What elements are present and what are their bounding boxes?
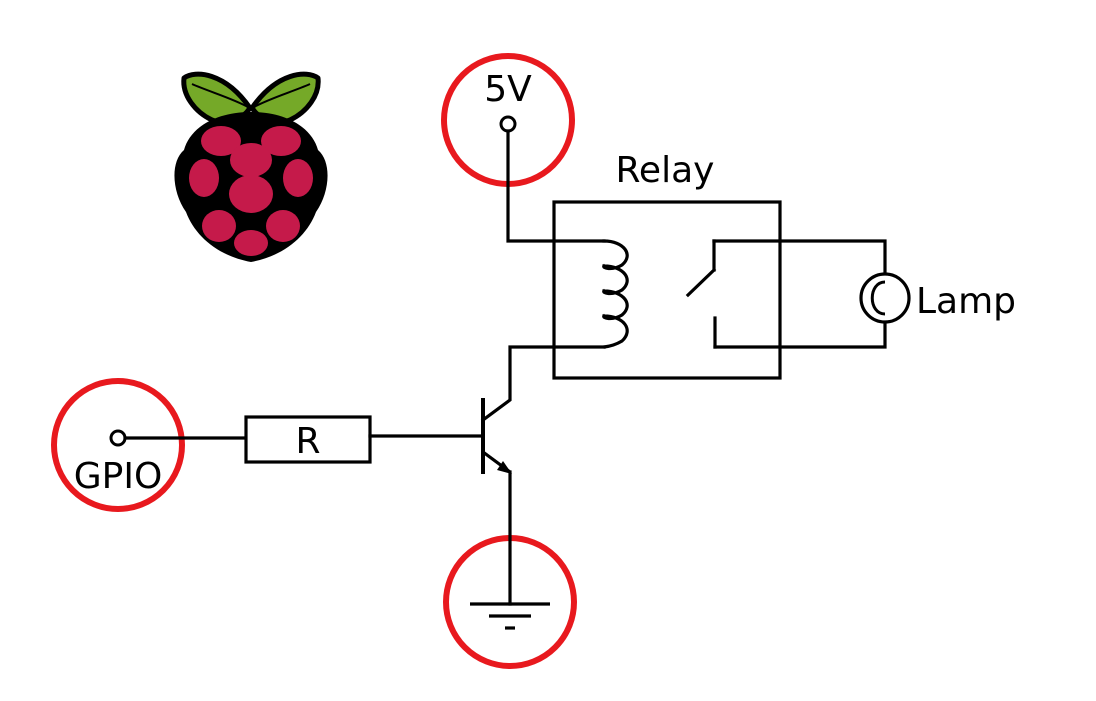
supply-wire (506, 129, 606, 243)
gpio-highlight-ring (51, 378, 185, 512)
resistor-body (244, 415, 372, 464)
relay-box (552, 200, 782, 380)
npn-transistor-icon (481, 398, 512, 474)
resistor-label: R (295, 421, 320, 462)
raspberry-fruit (174, 112, 328, 262)
supply-terminal (499, 115, 517, 133)
relay-label: Relay (616, 150, 715, 191)
relay-switch-icon (685, 239, 717, 298)
gpio-terminal (109, 429, 127, 447)
lamp-label: Lamp (916, 281, 1016, 322)
ground-icon (470, 602, 550, 630)
gpio-label: GPIO (74, 456, 163, 497)
lamp-icon (859, 272, 911, 324)
raspberry-pi-logo-icon (174, 71, 328, 262)
supply-label: 5V (484, 69, 532, 110)
coil-collector-wire (480, 345, 606, 423)
lamp-wire-top (712, 239, 887, 277)
lamp-wire-bottom (713, 319, 887, 349)
relay-coil-icon (602, 239, 629, 349)
